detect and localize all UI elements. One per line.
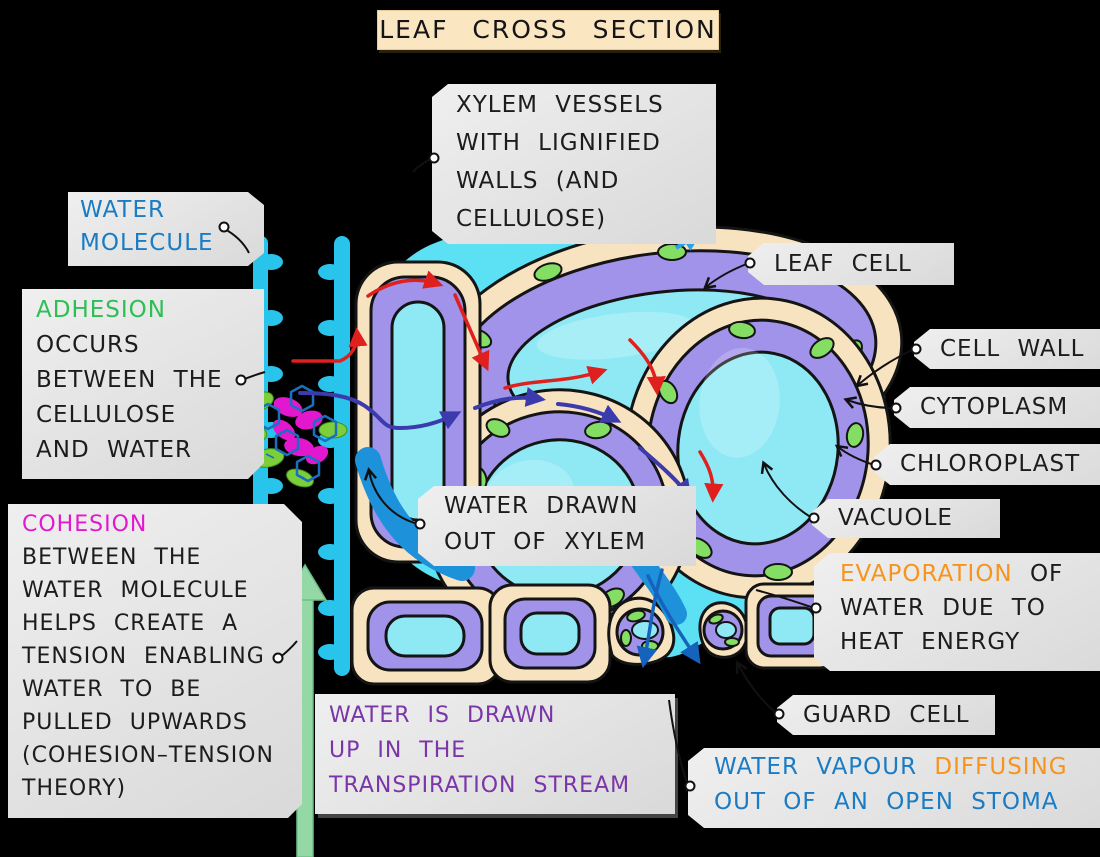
diffusing-keyword: DIFFUSING (934, 754, 1068, 780)
label-water-vapour: WATER VAPOUR DIFFUSING OUT OF AN OPEN ST… (688, 748, 1100, 828)
label-leaf-cell: LEAF CELL (748, 243, 954, 285)
label-cytoplasm: CYTOPLASM (894, 387, 1100, 428)
adhesion-keyword: ADHESION (36, 297, 166, 323)
epidermis-cell-1 (350, 586, 502, 686)
stoma-exit-arrows (636, 568, 701, 669)
label-water-molecule: WATER MOLECULE (68, 192, 264, 266)
label-adhesion: ADHESION OCCURS BETWEEN THE CELLULOSE AN… (22, 289, 264, 479)
cohesion-keyword: COHESION (22, 512, 148, 537)
label-vacuole: VACUOLE (812, 499, 1000, 538)
evaporation-keyword: EVAPORATION (840, 561, 1013, 587)
red-water-arrows (291, 270, 724, 503)
label-evaporation: EVAPORATION OF WATER DUE TO HEAT ENERGY (814, 553, 1100, 671)
label-xylem-vessels: XYLEM VESSELS WITH LIGNIFIED WALLS (AND … (432, 84, 716, 244)
label-water-drawn: WATER DRAWN OUT OF XYLEM (418, 486, 696, 566)
label-guard-cell: GUARD CELL (777, 695, 995, 735)
diagram-title: LEAF CROSS SECTION (377, 10, 719, 50)
label-cell-wall: CELL WALL (914, 329, 1100, 369)
guard-cell-right (698, 601, 749, 659)
label-chloroplast: CHLOROPLAST (874, 444, 1100, 485)
label-cohesion: COHESION BETWEEN THE WATER MOLECULE HELP… (8, 504, 302, 818)
epidermis-cell-2 (488, 583, 612, 684)
label-transpiration-stream: WATER IS DRAWN UP IN THE TRANSPIRATION S… (315, 694, 675, 814)
